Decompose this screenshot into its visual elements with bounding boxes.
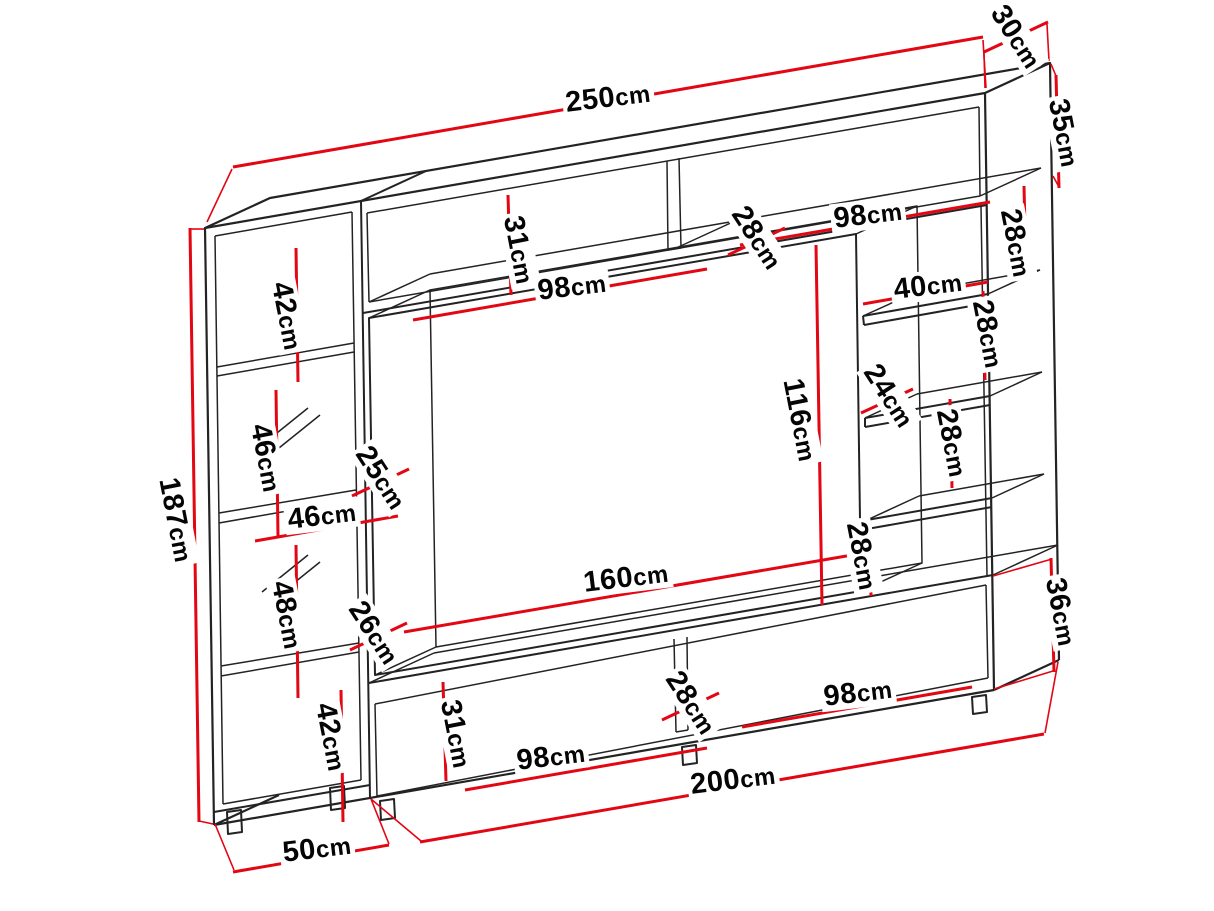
dimension-unit: cm [937, 439, 971, 480]
dimension-unit: cm [272, 312, 306, 353]
bottom-stand [368, 544, 1059, 821]
tv-niche [368, 205, 923, 676]
dimension-value: 50 [280, 833, 318, 869]
dimension-unit: cm [1001, 239, 1035, 280]
dimension-value: 250 [563, 81, 617, 119]
dimension-unit: cm [973, 330, 1007, 371]
dimension-value: 98 [821, 677, 859, 713]
dimension-unit: cm [613, 80, 653, 112]
extension-lines [190, 23, 1060, 871]
dimension-unit: cm [1049, 129, 1083, 170]
dimension-unit: cm [855, 676, 895, 708]
dimension-unit: cm [569, 270, 609, 302]
dimension-value: 98 [831, 199, 869, 235]
dimension-unit: cm [441, 730, 475, 771]
dimension-unit: cm [272, 611, 306, 652]
right-shelves [862, 205, 1045, 577]
dimension-unit: cm [319, 499, 359, 531]
dimension-unit: cm [786, 423, 821, 465]
dimension-unit: cm [925, 269, 965, 301]
dimension-value: 200 [688, 763, 742, 801]
dimension-unit: cm [316, 733, 350, 774]
dimension-unit: cm [1046, 608, 1080, 649]
dimension-unit: cm [162, 524, 197, 565]
dimension-unit: cm [865, 198, 905, 230]
dimension-unit: cm [548, 740, 588, 772]
dimension-value: 160 [581, 561, 635, 599]
dimension-unit: cm [738, 762, 778, 794]
dimension-unit: cm [251, 454, 285, 495]
dimension-value: 46 [285, 500, 323, 536]
dimension-value: 98 [514, 741, 552, 777]
dimension-unit: cm [847, 552, 881, 593]
dimension-unit: cm [314, 832, 354, 864]
dimension-value: 98 [535, 271, 573, 307]
dimension-unit: cm [631, 560, 671, 592]
dimension-value: 40 [891, 270, 929, 306]
